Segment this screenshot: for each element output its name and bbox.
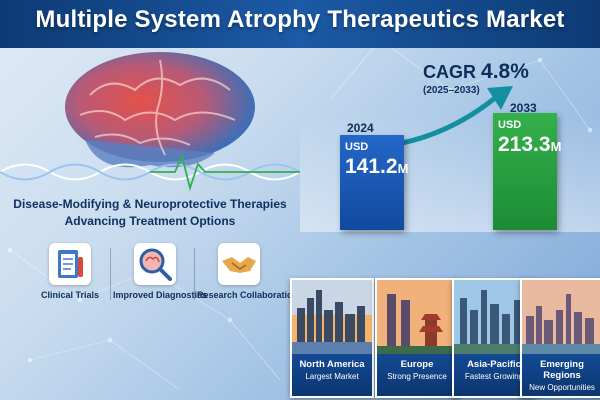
region-desc: New Opportunities <box>529 383 595 392</box>
region-label: North America Largest Market <box>292 354 372 396</box>
city-skyline-icon <box>522 280 600 354</box>
region-desc: Fastest Growing <box>464 372 524 381</box>
cagr-text: CAGR <box>423 62 476 82</box>
magnifier-brain-icon <box>134 243 176 285</box>
clipboard-test-tube-icon <box>49 243 91 285</box>
bar-2033-number: 213.3 <box>498 133 551 156</box>
feature-research-collaborations: Research Collaborations <box>197 243 304 303</box>
bar-2024-number: 141.2 <box>345 155 398 178</box>
region-name: Europe <box>400 359 434 370</box>
bar-2033: USD 213.3M <box>493 113 561 230</box>
region-label: Emerging Regions New Opportunities <box>522 354 600 396</box>
region-desc: Largest Market <box>305 372 359 381</box>
bar-2024-value: 141.2M <box>345 155 408 179</box>
region-card-north-america: North America Largest Market <box>290 278 374 398</box>
bar-2024-unit: M <box>397 161 409 176</box>
feature-divider <box>194 248 195 300</box>
page-title: Multiple System Atrophy Therapeutics Mar… <box>35 6 565 33</box>
feature-label: Clinical Trials <box>40 290 100 300</box>
growth-arrow-icon <box>396 86 513 147</box>
cagr-label: CAGR 4.8% <box>423 60 529 84</box>
city-skyline-icon <box>292 280 372 354</box>
cagr-value: 4.8% <box>481 60 529 83</box>
region-card-emerging-regions: Emerging Regions New Opportunities <box>520 278 600 398</box>
bar-2024: USD 141.2M <box>340 135 408 230</box>
region-label: Europe Strong Presence <box>377 354 457 396</box>
feature-label: Improved Diagnostics <box>113 290 208 300</box>
city-skyline-icon <box>377 280 457 354</box>
tagline-line2: Advancing Treatment Options <box>64 214 236 228</box>
region-desc: Strong Presence <box>387 372 447 381</box>
dna-strand-icon <box>0 153 300 192</box>
region-card-europe: Europe Strong Presence <box>375 278 459 398</box>
region-name: Emerging Regions <box>540 359 584 381</box>
feature-improved-diagnostics: Improved Diagnostics <box>113 243 208 303</box>
handshake-icon <box>218 243 260 285</box>
bar-year-2033: 2033 <box>510 101 537 115</box>
cagr-period: (2025–2033) <box>423 85 480 96</box>
title-banner <box>0 0 600 48</box>
bar-2033-value: 213.3M <box>498 133 561 157</box>
region-name: North America <box>299 359 365 370</box>
bar-year-2024: 2024 <box>347 121 374 135</box>
bar-2033-prefix: USD <box>498 119 522 131</box>
tagline-line1: Disease-Modifying & Neuroprotective Ther… <box>13 197 287 211</box>
feature-label: Research Collaborations <box>197 290 304 300</box>
feature-divider <box>110 248 111 300</box>
bar-2033-unit: M <box>550 139 562 154</box>
bar-2024-prefix: USD <box>345 141 369 153</box>
feature-clinical-trials: Clinical Trials <box>28 243 112 303</box>
region-name: Asia-Pacific <box>467 359 521 370</box>
